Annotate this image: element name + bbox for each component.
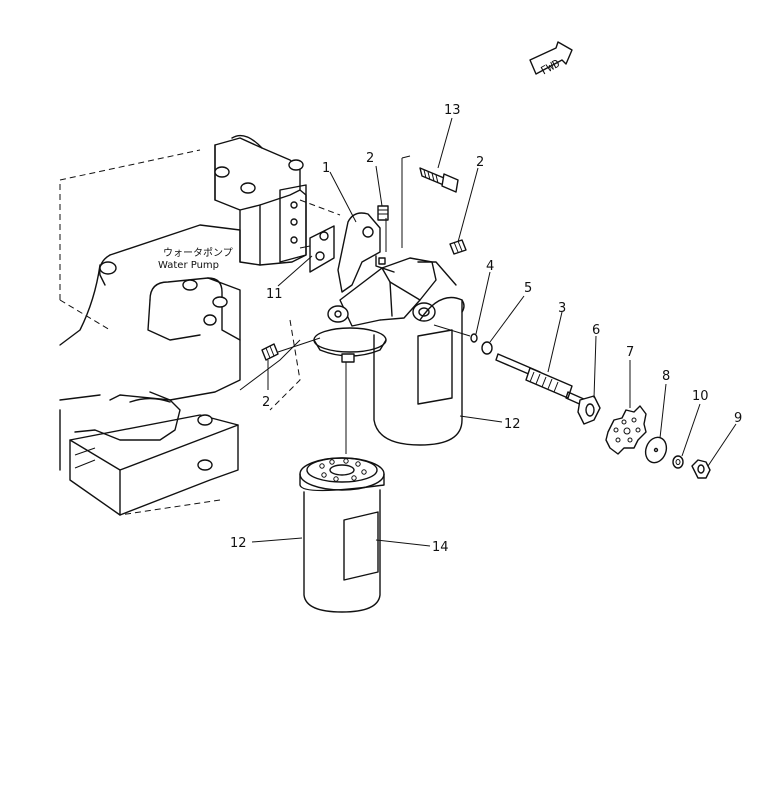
callout-12-upper: 12 [504, 417, 521, 432]
callout-6: 6 [592, 323, 600, 338]
callout-5: 5 [524, 281, 532, 296]
part-12-filter-cartridge [299, 457, 385, 613]
fwd-text: FWD [539, 57, 563, 78]
callout-12-lower: 12 [230, 536, 247, 551]
part-4-o-ring [470, 333, 478, 343]
part-3-shaft [495, 353, 587, 407]
part-6-seal [577, 395, 601, 425]
water-pump-label-jp: ウォータポンプ [163, 247, 233, 259]
part-8-washer [644, 436, 668, 464]
part-2-plug-top [377, 205, 389, 221]
callout-8: 8 [662, 369, 670, 384]
callout-7: 7 [626, 345, 634, 360]
part-2-plug-left [261, 343, 279, 361]
callout-2-right: 2 [476, 155, 484, 170]
callout-14: 14 [432, 540, 449, 555]
part-9-nut [691, 459, 711, 479]
callout-3: 3 [558, 301, 566, 316]
callout-2-left: 2 [262, 395, 270, 410]
callout-4: 4 [486, 259, 494, 274]
part-7-rotor [605, 405, 647, 455]
callout-numbers: 1 2 2 2 3 4 5 6 7 8 9 10 11 12 12 13 14 [230, 103, 742, 555]
part-12-filter-mounted [373, 296, 465, 446]
part-1-bracket [337, 212, 381, 293]
fwd-arrow-indicator: FWD [529, 41, 573, 78]
assembly-axis-lines [277, 155, 471, 454]
callout-10: 10 [692, 389, 709, 404]
part-14-label [343, 511, 379, 581]
part-13-bolt [419, 167, 459, 193]
leader-lines [251, 117, 737, 547]
water-pump-label-en: Water Pump [158, 260, 219, 271]
filter-head [313, 255, 457, 363]
callout-2-top: 2 [366, 151, 374, 166]
callout-13: 13 [444, 103, 461, 118]
callout-1: 1 [322, 161, 330, 176]
part-2-plug-right [449, 239, 467, 255]
callout-11: 11 [266, 287, 283, 302]
part-11-gasket [309, 225, 335, 273]
engine-block-outline [59, 134, 341, 516]
part-10-lock-washer [672, 455, 684, 469]
callout-9: 9 [734, 411, 742, 426]
part-5-o-ring [481, 341, 493, 355]
